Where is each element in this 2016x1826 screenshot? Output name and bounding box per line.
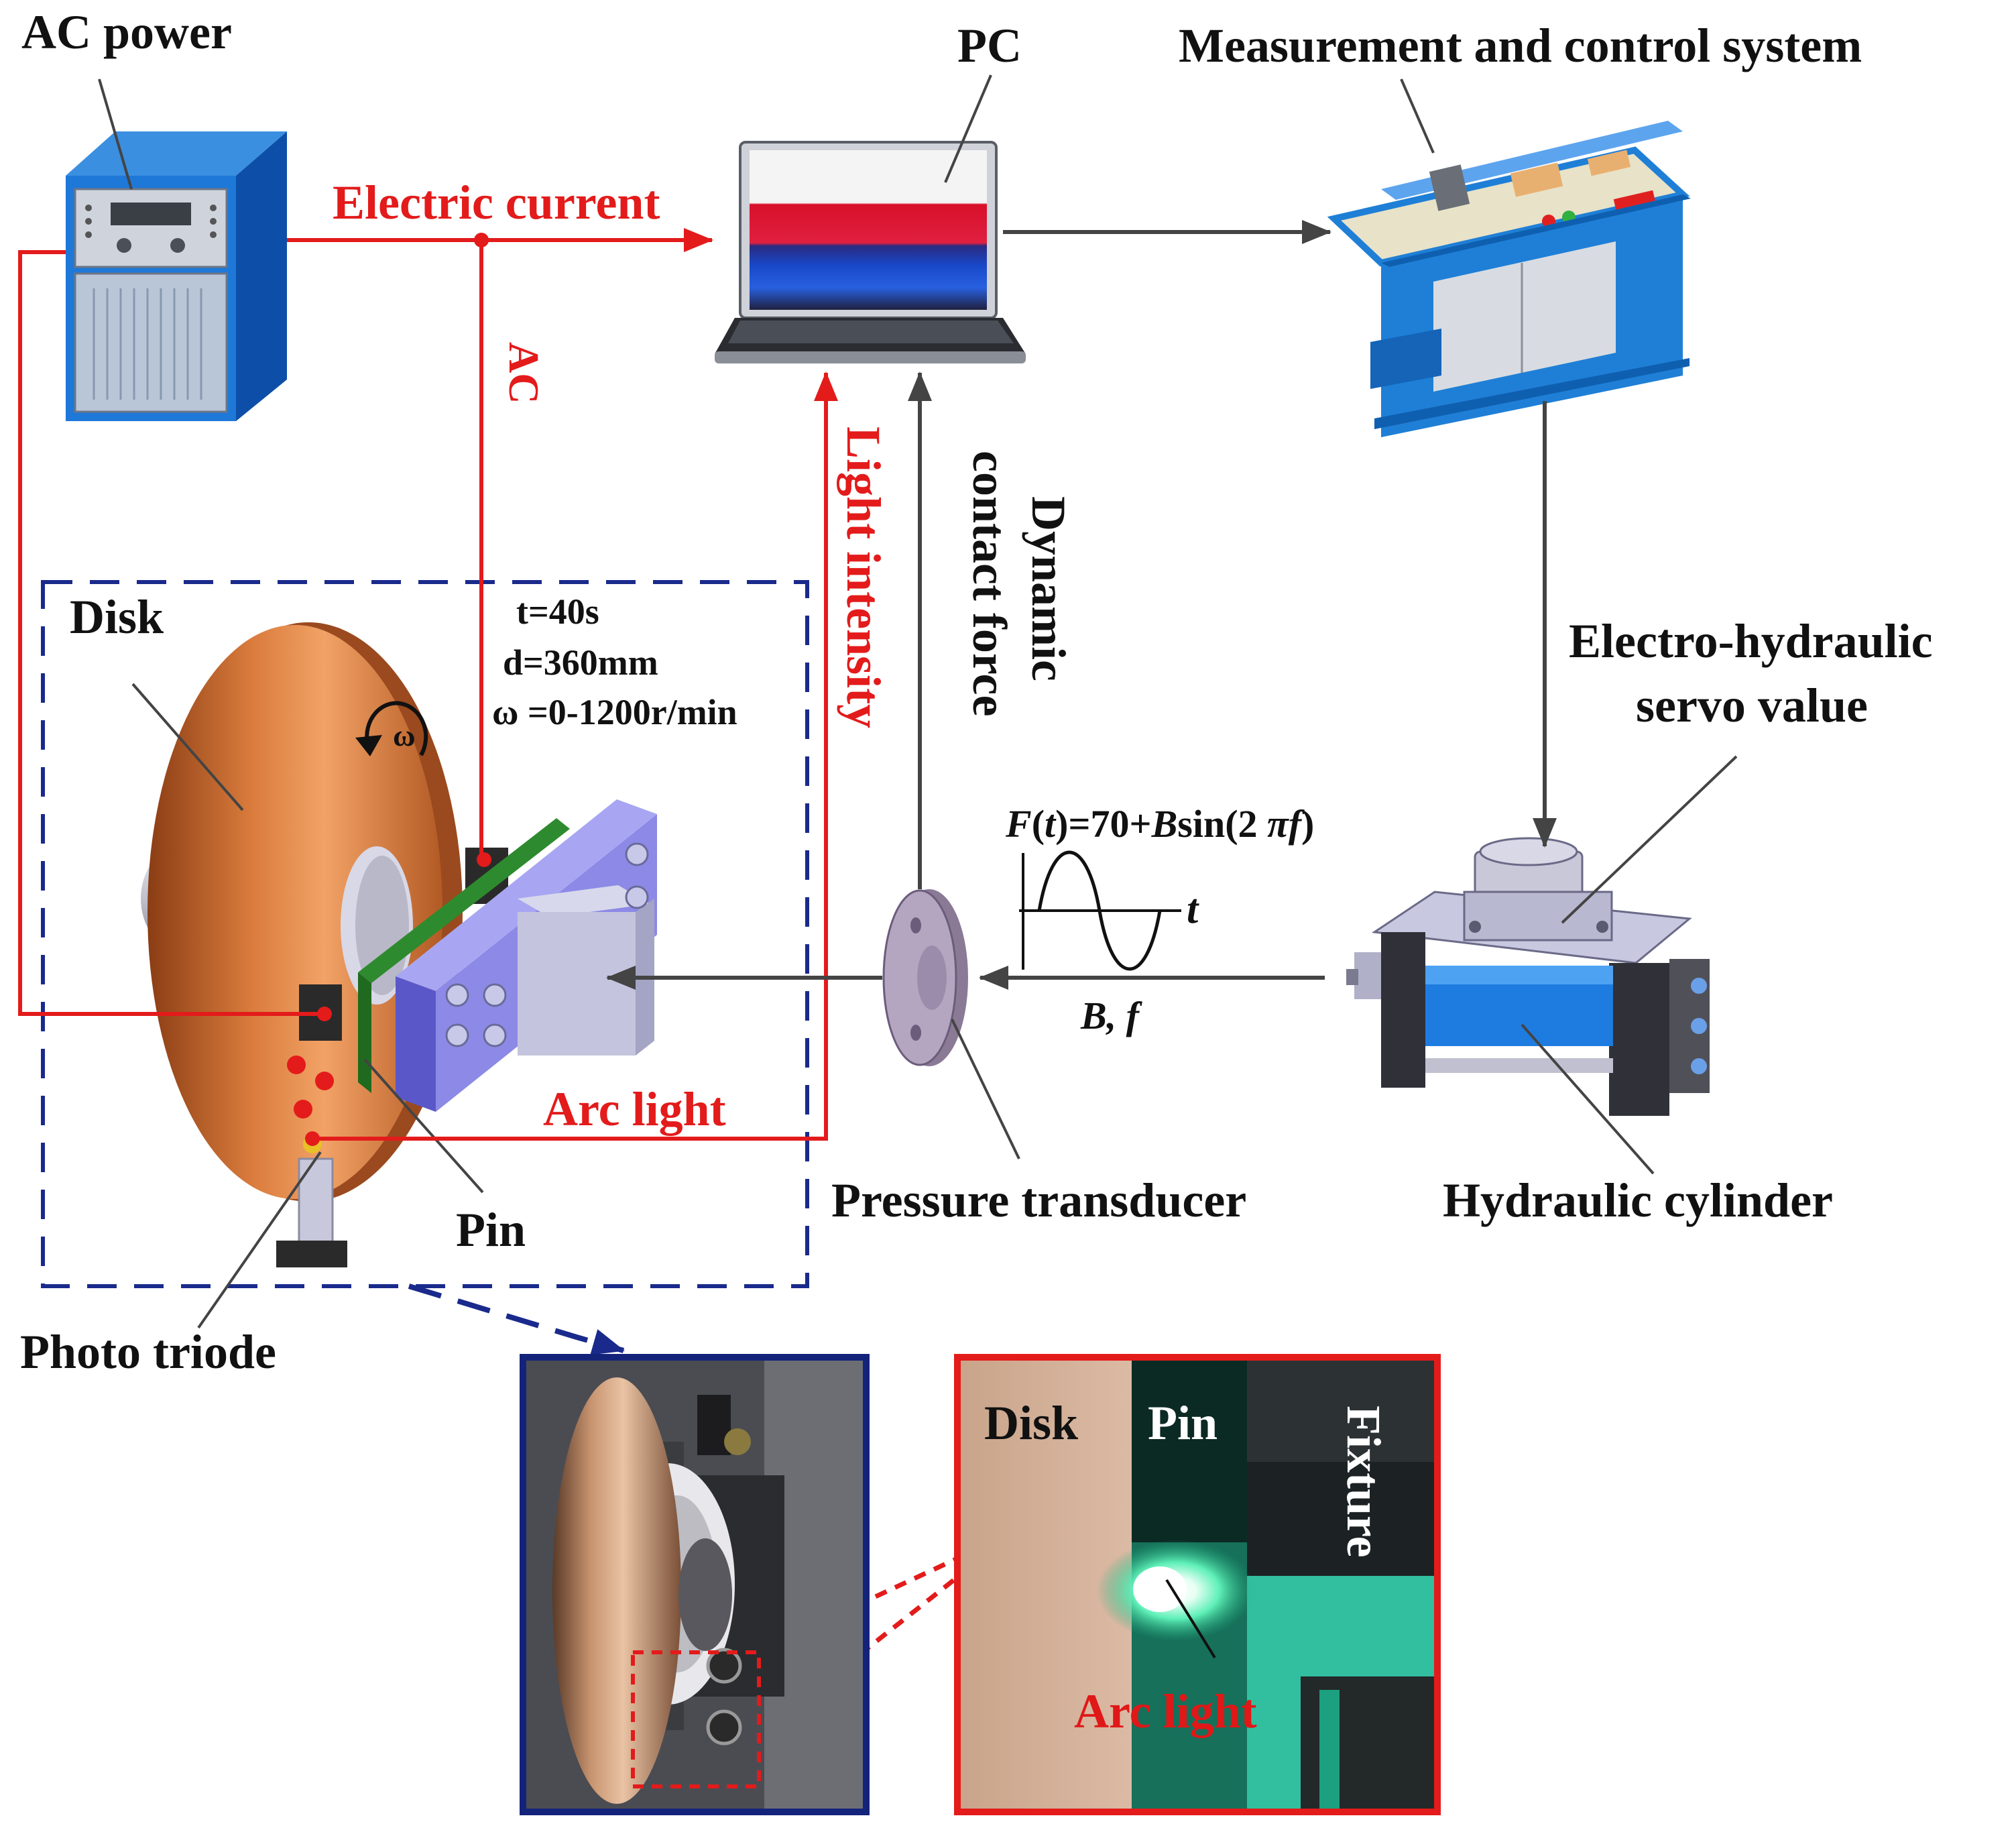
param-diameter: d=360mm [503,642,658,683]
rotation-arrow-icon [365,701,428,756]
dynamic-label-line2: contact force [963,451,1016,716]
servo-leader [1561,755,1738,924]
ac-power-leader [98,78,133,190]
omega-symbol: ω [393,718,416,752]
photo-triode-label: Photo triode [20,1325,276,1379]
force-formula: F(t)=70+Bsin(2 πf) [1005,802,1314,846]
arc-light-label: Arc light [543,1082,726,1136]
sine-axis-t: t [1187,887,1199,932]
light-intensity-label: Light intensity [837,426,890,728]
arc-closeup-photo [954,1354,1441,1815]
servo-label-line1: Electro-hydraulic [1569,614,1933,668]
mcs-leader [1400,78,1435,154]
disk-leader [131,683,244,811]
ac-power-label: AC power [21,5,232,59]
pin-label: Pin [456,1203,526,1257]
param-time: t=40s [516,591,599,632]
junction-dot [474,233,489,247]
arc-spark-icon [287,1055,334,1119]
param-speed: ω =0-1200r/min [492,692,737,732]
photo-disk-label: Disk [984,1396,1078,1450]
photo-triode-leader [197,1151,322,1329]
dynamic-label-line1: Dynamic [1022,496,1075,681]
control-console [1327,121,1691,437]
pin-fixture [299,799,657,1112]
force-params-bf: B, f [1080,994,1143,1037]
disk-label: Disk [70,590,164,644]
hydraulic-cylinder-unit [1346,837,1710,1116]
zoom-connector-blue [408,1283,625,1355]
pc-laptop [715,141,1026,363]
photo-arc-light-label: Arc light [1074,1685,1257,1738]
ac-power-unit [66,131,287,421]
photo-fixture-label: Fixture [1337,1406,1390,1558]
pc-leader [944,74,992,183]
pressure-transducer-leader [951,1019,1020,1159]
pressure-transducer [882,889,968,1066]
ac-terminal-dot [477,852,491,867]
photo-pin-label: Pin [1148,1396,1218,1450]
servo-label-line2: servo value [1636,679,1868,732]
hydraulic-cylinder-label: Hydraulic cylinder [1443,1174,1833,1227]
triode-terminal-dot [305,1131,320,1146]
rig-photo [520,1354,870,1815]
electric-current-label: Electric current [333,176,660,229]
pin-leader [363,1058,484,1194]
mcs-label: Measurement and control system [1179,19,1862,72]
pressure-transducer-label: Pressure transducer [831,1174,1246,1227]
hydraulic-cylinder-leader [1521,1023,1655,1175]
sine-wave-icon [1019,850,1181,971]
pc-label: PC [957,19,1022,72]
pin-terminal-dot [317,1007,332,1021]
gray-flow-lines [606,220,1557,990]
ac-label: AC [500,342,548,404]
test-section-dashed-box [41,580,809,1288]
